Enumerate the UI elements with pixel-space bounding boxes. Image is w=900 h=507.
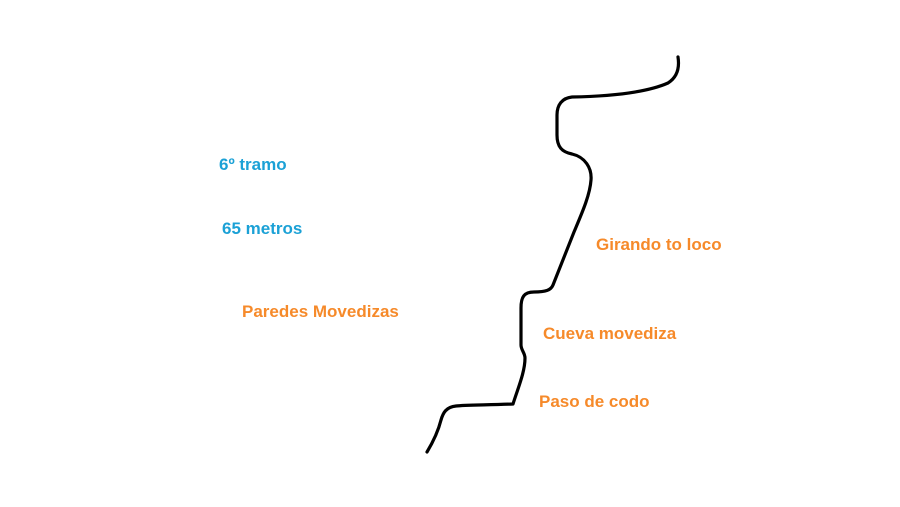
section-label-paso: Paso de codo	[539, 392, 650, 411]
section-label-girando: Girando to loco	[596, 235, 722, 254]
tramo-label: 6º tramo	[219, 155, 287, 174]
section-label-cueva: Cueva movediza	[543, 324, 677, 343]
section-label-paredes: Paredes Movedizas	[242, 302, 399, 321]
route-path	[425, 55, 681, 454]
length-label: 65 metros	[222, 219, 303, 238]
